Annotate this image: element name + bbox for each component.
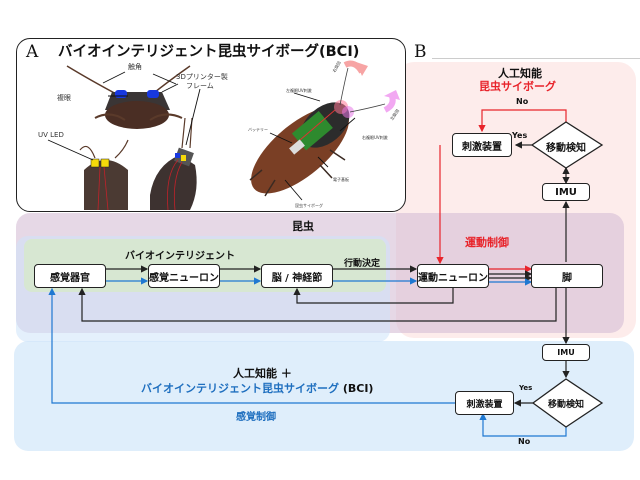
ai-motion-detect-label: 移動検知 — [546, 143, 586, 154]
label-compound-eye: 複眼 — [57, 94, 71, 102]
cyborg-3d-view — [249, 60, 400, 197]
bci-title-suffix: (BCI) — [342, 382, 374, 395]
bci-no-label: No — [518, 437, 531, 446]
battery-shape — [289, 139, 305, 155]
sensory-organ-box: 感覚器官 — [34, 264, 106, 288]
panel-a-pointer-arrows — [47, 71, 356, 201]
bci-imu-box: IMU — [542, 344, 590, 361]
bci-yes-label: Yes — [519, 384, 533, 392]
uv-led-left — [90, 158, 100, 168]
panel-a-letter: A — [26, 42, 39, 62]
label-left-eye-uv: 左複眼UV刺激 — [286, 88, 312, 93]
ai-no-loop — [478, 109, 567, 133]
label-uv-led: UV LED — [38, 131, 64, 139]
bci-sensory-control-line — [48, 287, 455, 404]
label-right-eye-uv: 右複眼UV刺激 — [362, 135, 388, 140]
uv-led-right — [100, 158, 110, 168]
action-decision-label: 行動決定 — [344, 259, 381, 269]
side-view — [150, 117, 197, 211]
ai-yes-label: Yes — [512, 131, 528, 140]
ai-region-title: 人工知能 — [498, 67, 542, 80]
motor-control-label: 運動制御 — [465, 236, 509, 249]
label-circuit-board: 電子基板 — [333, 177, 349, 182]
bci-motion-detect-diamond — [531, 378, 604, 428]
leg-to-sensory-feedback — [78, 287, 557, 322]
bci-motion-detect-label: 移動検知 — [548, 400, 585, 410]
bci-region-title-line1: 人工知能 ＋ — [233, 367, 292, 380]
bci-region-title-line2: バイオインテリジェント昆虫サイボーグ (BCI) — [141, 380, 373, 396]
bci-title-main: バイオインテリジェント昆虫サイボーグ — [141, 382, 339, 395]
label-battery: バッテリー — [248, 127, 268, 132]
ai-stimulator-box: 刺激装置 — [452, 133, 512, 157]
insect-region-title: 昆虫 — [292, 220, 314, 233]
sensory-neuron-box: 感覚ニューロン — [148, 264, 220, 288]
ai-region-subtitle: 昆虫サイボーグ — [479, 80, 556, 93]
panel-a-title: バイオインテリジェント昆虫サイボーグ(BCI) — [58, 44, 360, 60]
motor-to-brain-feedback — [293, 287, 454, 304]
head-front-view — [66, 65, 191, 129]
bio-region-title: バイオインテリジェント — [125, 251, 235, 262]
panel-b-letter: B — [414, 42, 427, 62]
ai-no-label: No — [516, 97, 529, 106]
dorsal-view — [79, 139, 129, 211]
brain-ganglion-box: 脳 / 神経節 — [261, 264, 333, 288]
label-insect-cyborg: 昆虫サイボーグ — [295, 203, 323, 208]
label-frame-line2: フレーム — [186, 82, 214, 90]
bci-region — [14, 341, 634, 451]
blue-led-right — [147, 90, 159, 98]
panel-b-top-rule — [432, 58, 640, 59]
label-antenna: 触角 — [128, 63, 142, 71]
sensory-control-label: 感覚制御 — [236, 412, 276, 423]
bci-stimulator-box: 刺激装置 — [455, 391, 514, 415]
motor-neuron-box: 運動ニューロン — [417, 264, 489, 288]
ai-imu-box: IMU — [542, 183, 590, 201]
ai-motion-detect-diamond — [530, 121, 604, 169]
bci-no-loop — [479, 412, 567, 437]
label-frame-line1: 3Dプリンター製 — [176, 73, 228, 81]
leg-box: 脚 — [531, 264, 603, 288]
